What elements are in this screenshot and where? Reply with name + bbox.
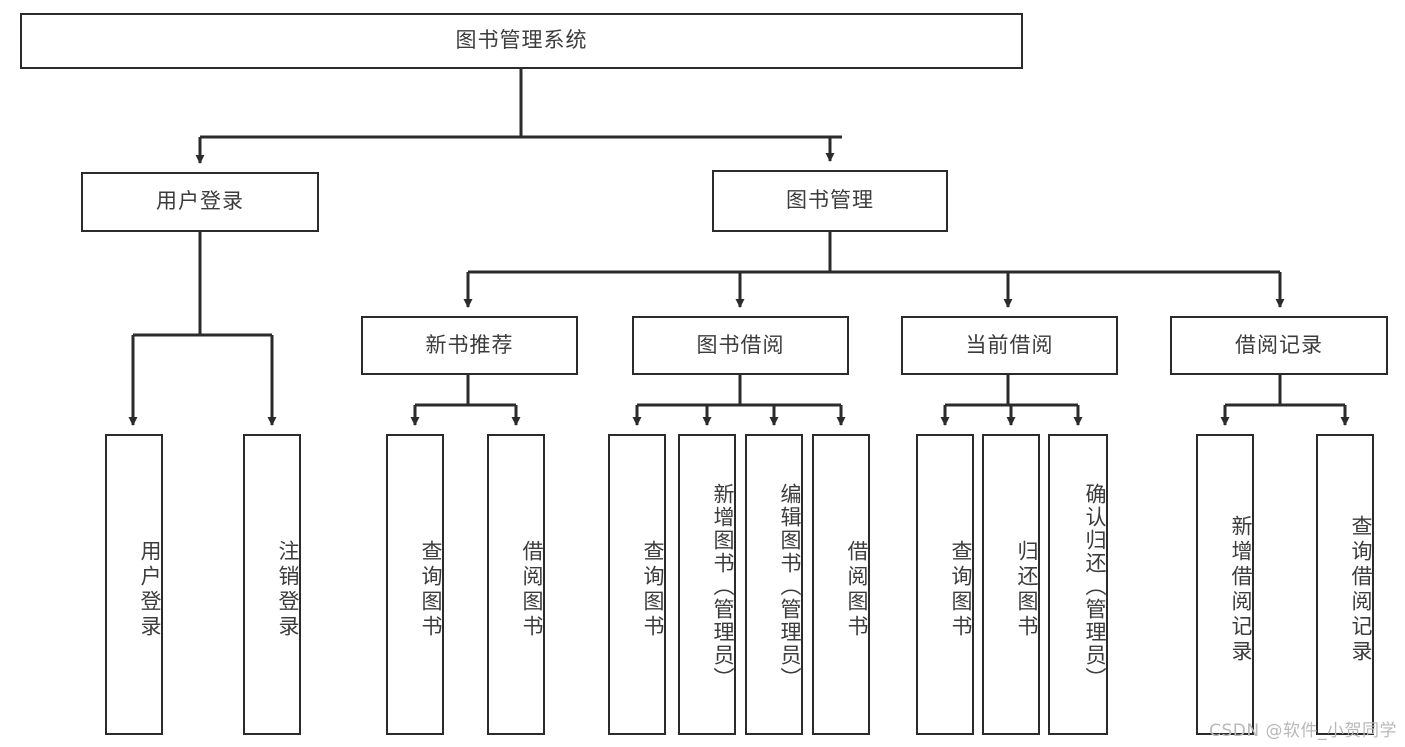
node-new-book-rec[interactable]: 新书推荐 xyxy=(361,316,578,375)
leaf-label: 借阅图书 xyxy=(845,539,869,640)
node-borrow-record[interactable]: 借阅记录 xyxy=(1170,316,1388,375)
leaf-query-book-current[interactable]: 查询图书 xyxy=(916,434,974,735)
node-root-label: 图书管理系统 xyxy=(455,28,588,53)
leaf-borrow-book[interactable]: 借阅图书 xyxy=(812,434,870,735)
leaf-edit-book-admin[interactable]: 编辑图书（管理员） xyxy=(745,434,803,735)
leaf-label: 借阅图书 xyxy=(520,539,544,640)
leaf-label: 新增图书（管理员） xyxy=(711,483,735,690)
leaf-label: 查询借阅记录 xyxy=(1349,514,1373,665)
node-user-login[interactable]: 用户登录 xyxy=(81,172,319,232)
leaf-label: 用户登录 xyxy=(138,539,162,640)
leaf-label: 新增借阅记录 xyxy=(1229,514,1253,665)
node-user-login-label: 用户登录 xyxy=(156,189,244,214)
node-root[interactable]: 图书管理系统 xyxy=(20,13,1023,69)
leaf-add-borrow-record[interactable]: 新增借阅记录 xyxy=(1196,434,1254,735)
leaf-label: 查询图书 xyxy=(641,539,665,640)
leaf-logout-login[interactable]: 注销登录 xyxy=(243,434,301,735)
leaf-user-login[interactable]: 用户登录 xyxy=(105,434,163,735)
node-current-borrow-label: 当前借阅 xyxy=(965,332,1054,357)
node-new-book-rec-label: 新书推荐 xyxy=(425,332,514,357)
node-book-borrow[interactable]: 图书借阅 xyxy=(632,316,849,375)
leaf-add-book-admin[interactable]: 新增图书（管理员） xyxy=(678,434,736,735)
node-book-manage[interactable]: 图书管理 xyxy=(712,170,948,232)
leaf-label: 归还图书 xyxy=(1015,539,1039,640)
leaf-query-book-rec[interactable]: 查询图书 xyxy=(386,434,444,735)
leaf-label: 查询图书 xyxy=(419,539,443,640)
leaf-borrow-book-rec[interactable]: 借阅图书 xyxy=(487,434,545,735)
leaf-confirm-return-admin[interactable]: 确认归还（管理员） xyxy=(1048,434,1108,735)
node-book-manage-label: 图书管理 xyxy=(786,188,874,213)
node-book-borrow-label: 图书借阅 xyxy=(696,332,785,357)
leaf-label: 查询图书 xyxy=(949,539,973,640)
node-borrow-record-label: 借阅记录 xyxy=(1235,332,1323,357)
node-current-borrow[interactable]: 当前借阅 xyxy=(901,316,1118,375)
leaf-return-book[interactable]: 归还图书 xyxy=(982,434,1040,735)
leaf-query-book-borrow[interactable]: 查询图书 xyxy=(608,434,666,735)
leaf-label: 编辑图书（管理员） xyxy=(778,483,802,690)
leaf-label: 注销登录 xyxy=(276,539,300,640)
leaf-label: 确认归还（管理员） xyxy=(1083,483,1107,690)
leaf-query-borrow-record[interactable]: 查询借阅记录 xyxy=(1316,434,1374,735)
